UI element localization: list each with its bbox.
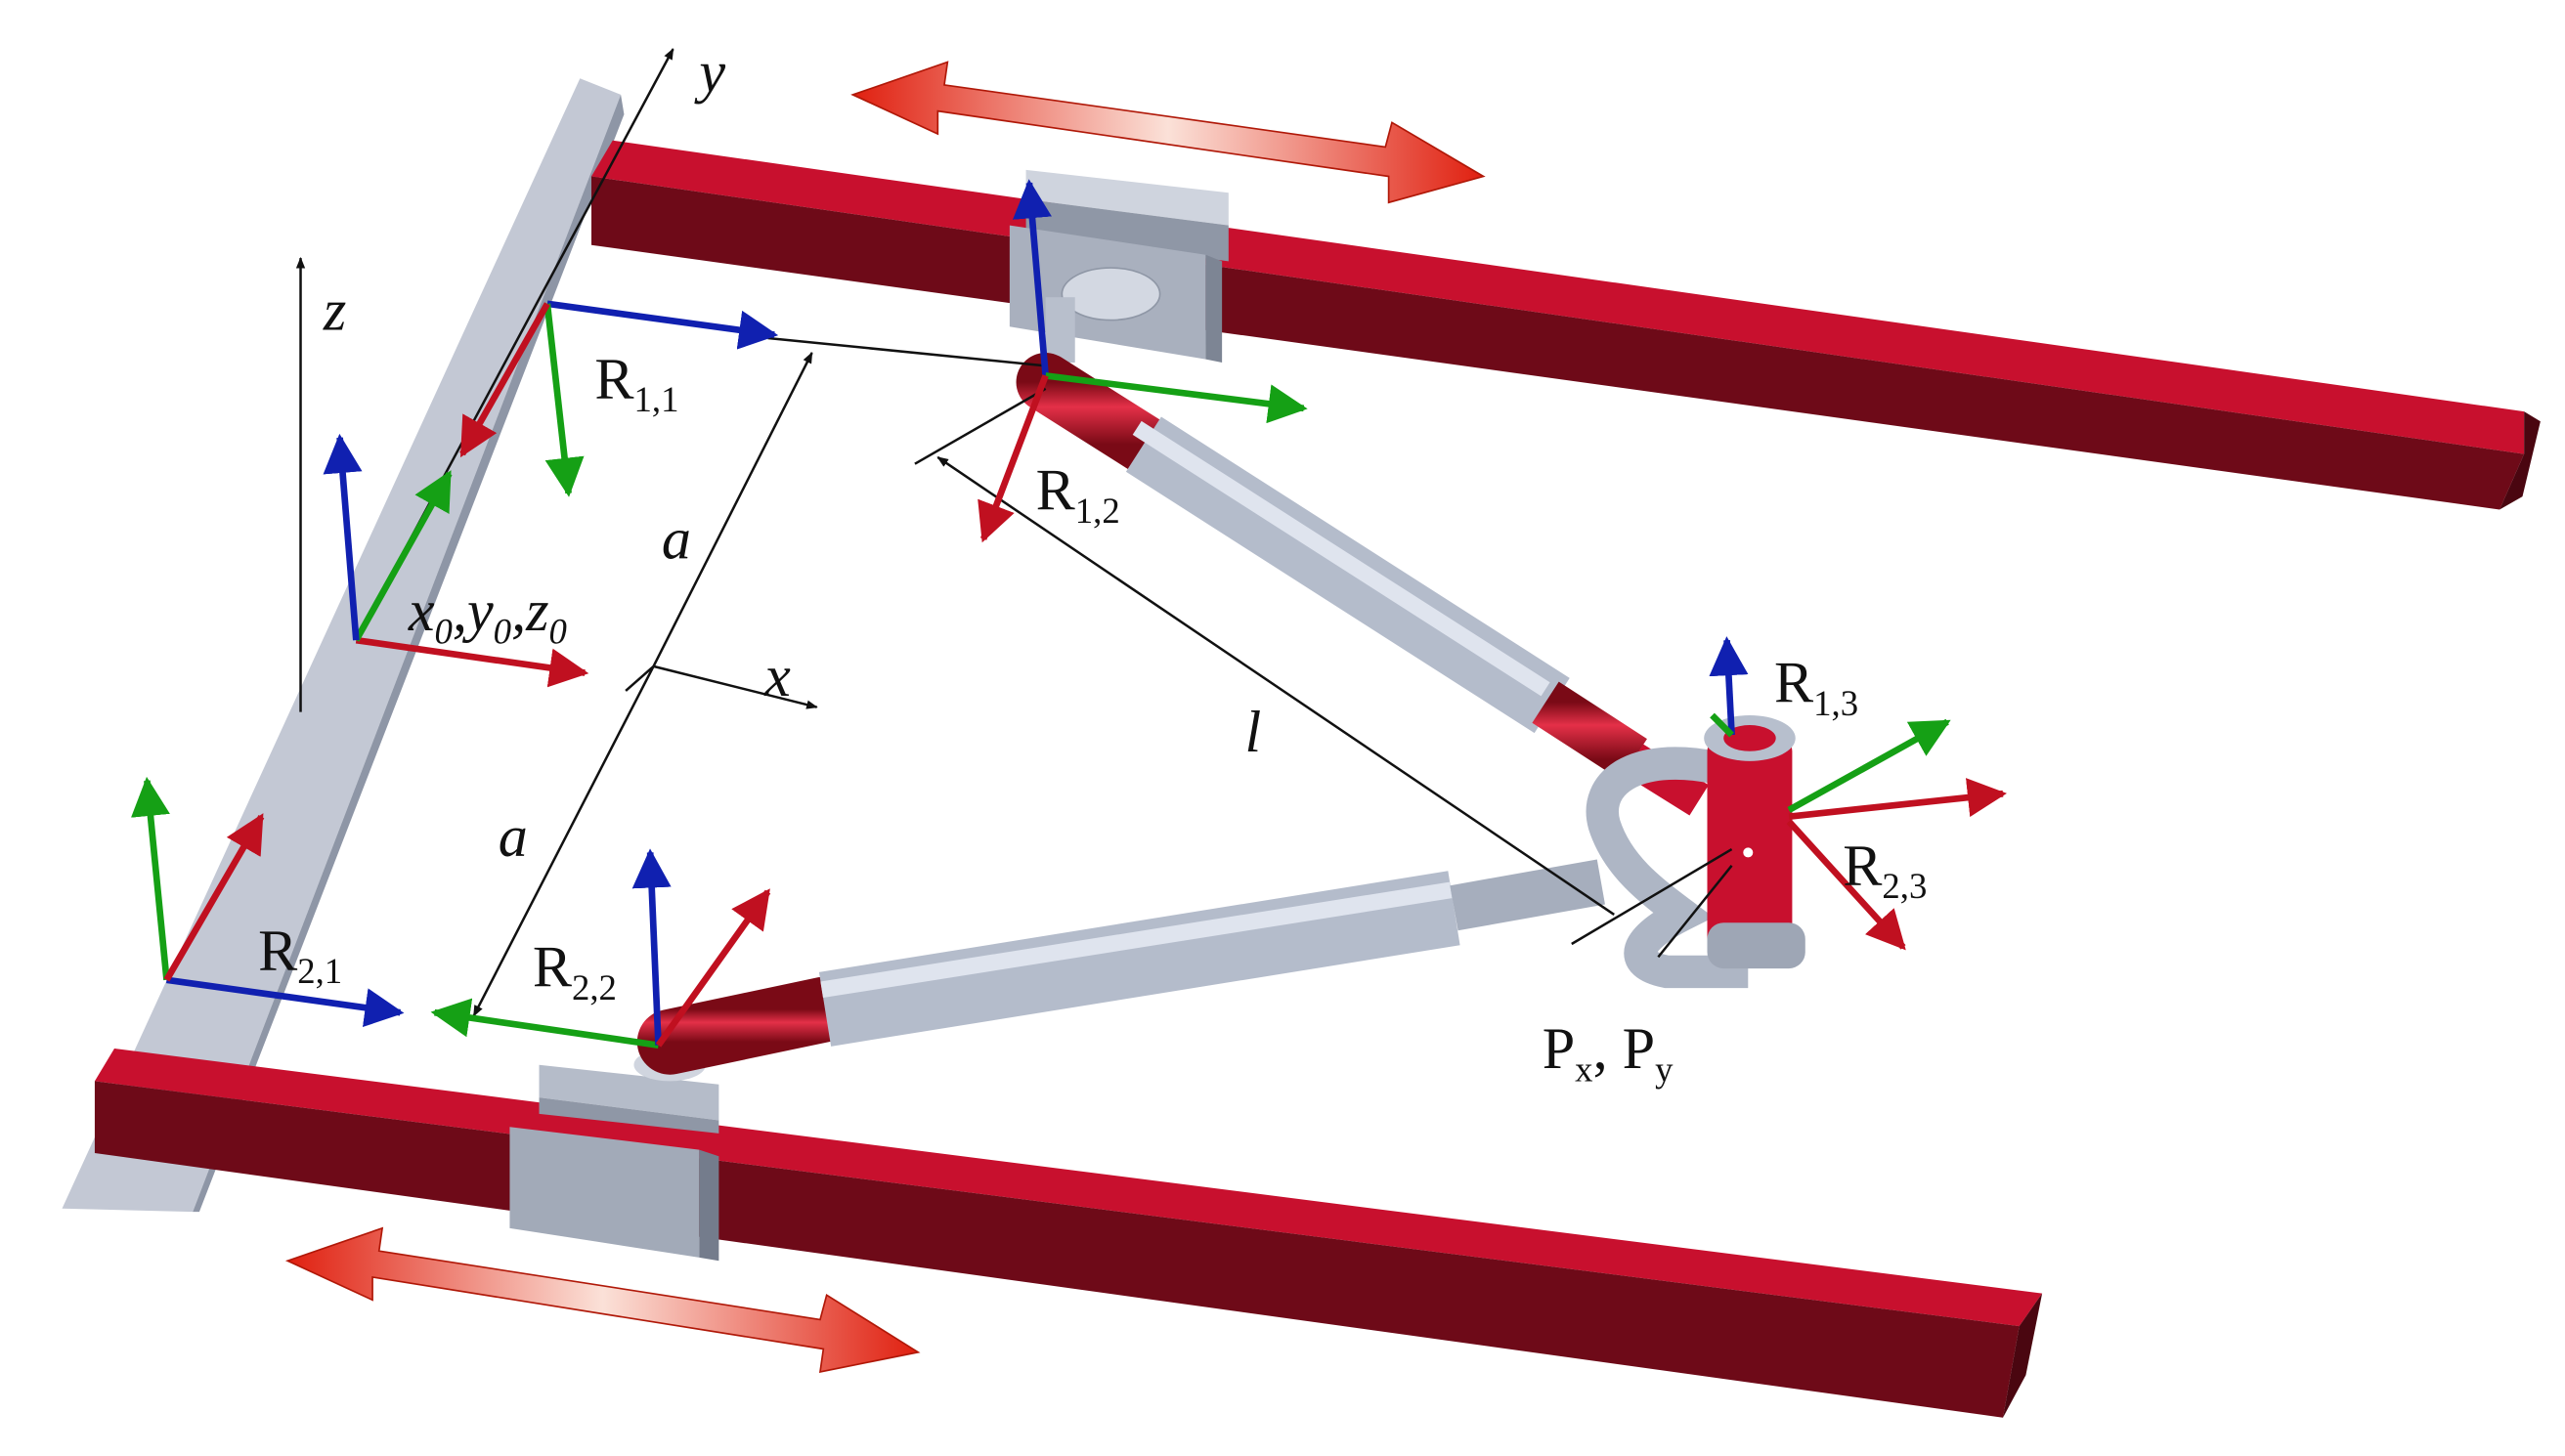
label-R21-sub: 2,1 (297, 950, 343, 992)
frame-R12 (978, 179, 1308, 543)
origin-y-sub: 0 (493, 611, 512, 652)
label-R11: R1,1 (594, 350, 678, 418)
frame-R22 (430, 848, 771, 1049)
origin-x-sub: 0 (434, 611, 453, 652)
frame-R11 (459, 300, 779, 497)
base-plate (62, 78, 625, 1213)
upper-motion-arrow (850, 61, 1486, 204)
label-P-sep: , (1592, 1015, 1623, 1082)
label-Py-sub: y (1655, 1048, 1674, 1090)
label-R22: R2,2 (533, 937, 617, 1006)
origin-z-sub: 0 (548, 611, 567, 652)
upper-link-arm (1016, 353, 1709, 816)
dimension-lines (295, 48, 1733, 1017)
label-R23-R: R (1843, 833, 1883, 899)
origin-label: x0,y0,z0 (409, 581, 567, 650)
label-R13-R: R (1774, 650, 1814, 716)
end-effector (1586, 715, 1805, 989)
upper-carriage (1009, 169, 1229, 364)
label-Px-Py: Px, Py (1543, 1019, 1674, 1088)
label-R23-sub: 2,3 (1882, 865, 1928, 907)
label-R11-sub: 1,1 (633, 378, 679, 420)
label-R13: R1,3 (1774, 654, 1858, 722)
label-R12-R: R (1035, 456, 1075, 523)
origin-sep-2: , (511, 578, 527, 644)
origin-x: x (408, 578, 435, 644)
origin-sep-1: , (452, 578, 467, 644)
lower-link-arm (636, 859, 1605, 1075)
upper-rail (591, 140, 2541, 510)
label-R12: R1,2 (1036, 460, 1120, 529)
x-axis-label: x (764, 643, 791, 709)
frame-R21 (130, 776, 405, 1028)
origin-y: y (466, 578, 494, 644)
label-R11-R: R (594, 346, 634, 412)
dimension-l: l (1244, 699, 1262, 765)
label-Px-P: P (1542, 1015, 1576, 1082)
label-Px-sub: x (1575, 1048, 1593, 1090)
label-R22-R: R (532, 933, 572, 1000)
z-axis-label: z (323, 278, 347, 343)
lower-carriage (509, 1048, 719, 1262)
label-R12-sub: 1,2 (1074, 490, 1120, 532)
dimension-a-lower: a (498, 803, 528, 870)
origin-z: z (526, 578, 549, 644)
label-Py-P: P (1622, 1015, 1656, 1082)
lower-rail (94, 1048, 2043, 1418)
label-R22-sub: 2,2 (571, 966, 617, 1008)
frame-R13 (1709, 636, 2008, 951)
label-R21: R2,1 (258, 921, 342, 990)
frame-origin (323, 433, 589, 688)
dimension-a-upper: a (661, 506, 691, 572)
label-R23: R2,3 (1843, 836, 1927, 905)
label-R21-R: R (258, 918, 298, 984)
label-R13-sub: 1,3 (1813, 682, 1859, 724)
lower-motion-arrow (284, 1226, 921, 1373)
y-axis-label: y (699, 39, 726, 105)
